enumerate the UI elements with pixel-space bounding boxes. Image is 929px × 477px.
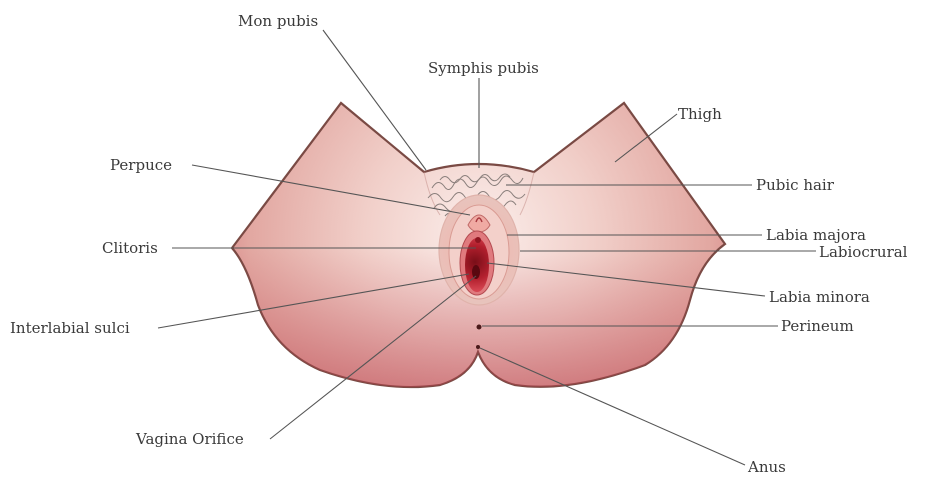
label-anus: Anus bbox=[747, 458, 786, 476]
label-labia-minora: Labia minora bbox=[769, 288, 870, 306]
label-interlabial-sulci: Interlabial sulci bbox=[10, 319, 130, 337]
label-thigh: Thigh bbox=[678, 105, 722, 123]
label-perineum: Perineum bbox=[781, 317, 854, 335]
label-perpuce: Perpuce bbox=[110, 156, 172, 174]
perineum-dot bbox=[477, 325, 482, 330]
vaginal-opening-shape bbox=[472, 265, 480, 279]
label-clitoris: Clitoris bbox=[102, 239, 158, 257]
clitoris-shape bbox=[475, 237, 481, 243]
label-labiocrural: Labiocrural bbox=[819, 243, 908, 261]
label-pubic-hair: Pubic hair bbox=[756, 176, 835, 194]
label-mon-pubis: Mon pubis bbox=[238, 12, 318, 30]
label-labia-majora: Labia majora bbox=[766, 226, 866, 244]
anus-dot bbox=[476, 345, 480, 349]
label-symphis-pubis: Symphis pubis bbox=[428, 59, 539, 77]
vestibule-shape bbox=[465, 238, 489, 292]
label-vagina-orifice: Vagina Orifice bbox=[135, 430, 244, 448]
